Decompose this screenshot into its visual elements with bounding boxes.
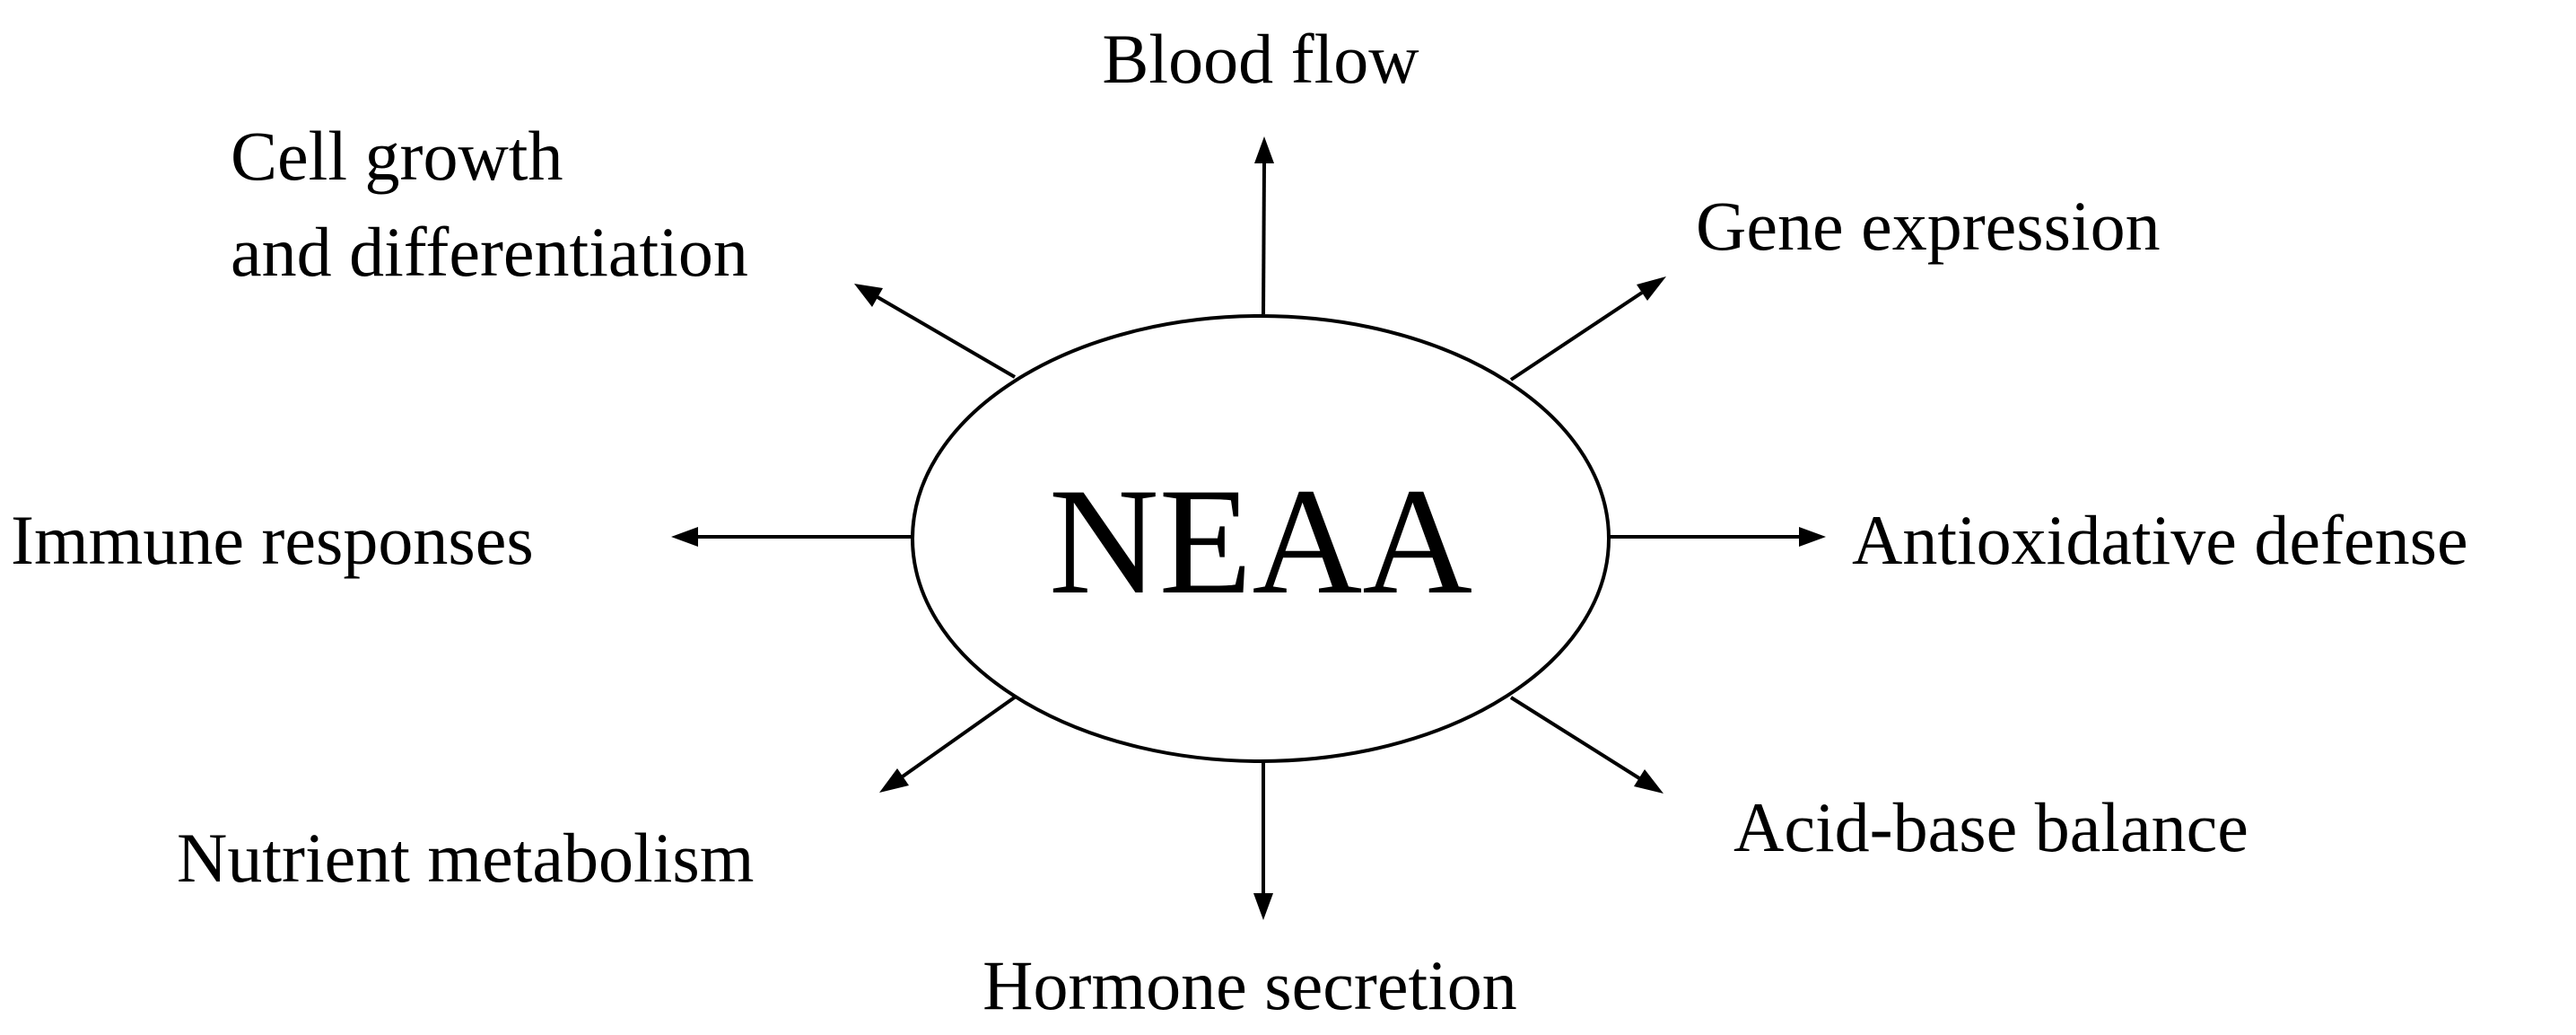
arrow-gene-expression (1509, 276, 1666, 382)
label-hormone-secretion: Hormone secretion (982, 946, 1517, 1024)
label-immune-responses: Immune responses (11, 501, 534, 579)
label-acid-base-balance: Acid-base balance (1733, 788, 2249, 866)
label-gene-expression: Gene expression (1696, 187, 2161, 265)
arrow-nutrient-metabolism (879, 695, 1017, 793)
arrow-blood-flow (1254, 136, 1274, 315)
label-cell-growth-line1: Cell growth (231, 117, 563, 195)
label-blood-flow: Blood flow (1102, 20, 1419, 98)
label-cell-growth-line2: and differentiation (231, 213, 748, 291)
label-nutrient-metabolism: Nutrient metabolism (177, 819, 754, 897)
center-label: NEAA (1049, 457, 1472, 626)
label-antioxidative-defense: Antioxidative defense (1852, 501, 2468, 579)
arrow-cell-growth (854, 284, 1017, 379)
arrow-immune-responses (671, 527, 913, 547)
arrow-hormone-secretion (1253, 762, 1273, 920)
arrow-acid-base-balance (1509, 696, 1663, 794)
arrow-antioxidative-defense (1610, 527, 1826, 547)
